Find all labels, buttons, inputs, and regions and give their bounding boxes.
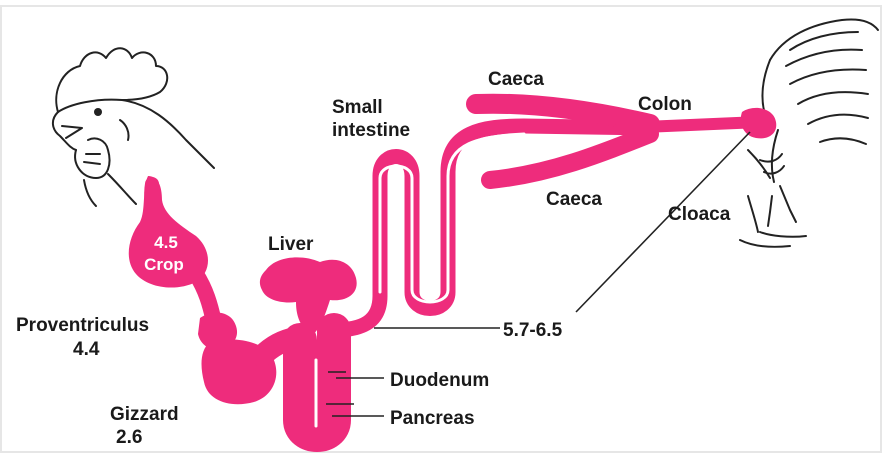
colon-label: Colon bbox=[638, 94, 692, 115]
proventriculus-value-label: 4.4 bbox=[73, 339, 100, 360]
colon bbox=[620, 122, 760, 128]
pancreas-label: Pancreas bbox=[390, 408, 475, 429]
rooster-head-drawing bbox=[53, 48, 214, 206]
small-intestine-label-line1: Small bbox=[332, 97, 383, 118]
cloaca-label: Cloaca bbox=[668, 204, 731, 225]
gizzard-value-label: 2.6 bbox=[116, 427, 142, 448]
caeca-lower bbox=[490, 134, 650, 180]
caeca-upper-label: Caeca bbox=[488, 69, 544, 90]
gizzard-label: Gizzard bbox=[110, 404, 179, 425]
duodenum-label: Duodenum bbox=[390, 370, 489, 391]
small-intestine-label-line2: intestine bbox=[332, 120, 410, 141]
proventriculus-label: Proventriculus bbox=[16, 315, 149, 336]
liver-label: Liver bbox=[268, 234, 314, 255]
crop-label: Crop bbox=[144, 255, 184, 274]
intestine-ph-label: 5.7-6.5 bbox=[503, 320, 563, 341]
caeca-lower-label: Caeca bbox=[546, 189, 602, 210]
crop-value-label: 4.5 bbox=[154, 233, 178, 252]
cloaca bbox=[741, 108, 776, 138]
